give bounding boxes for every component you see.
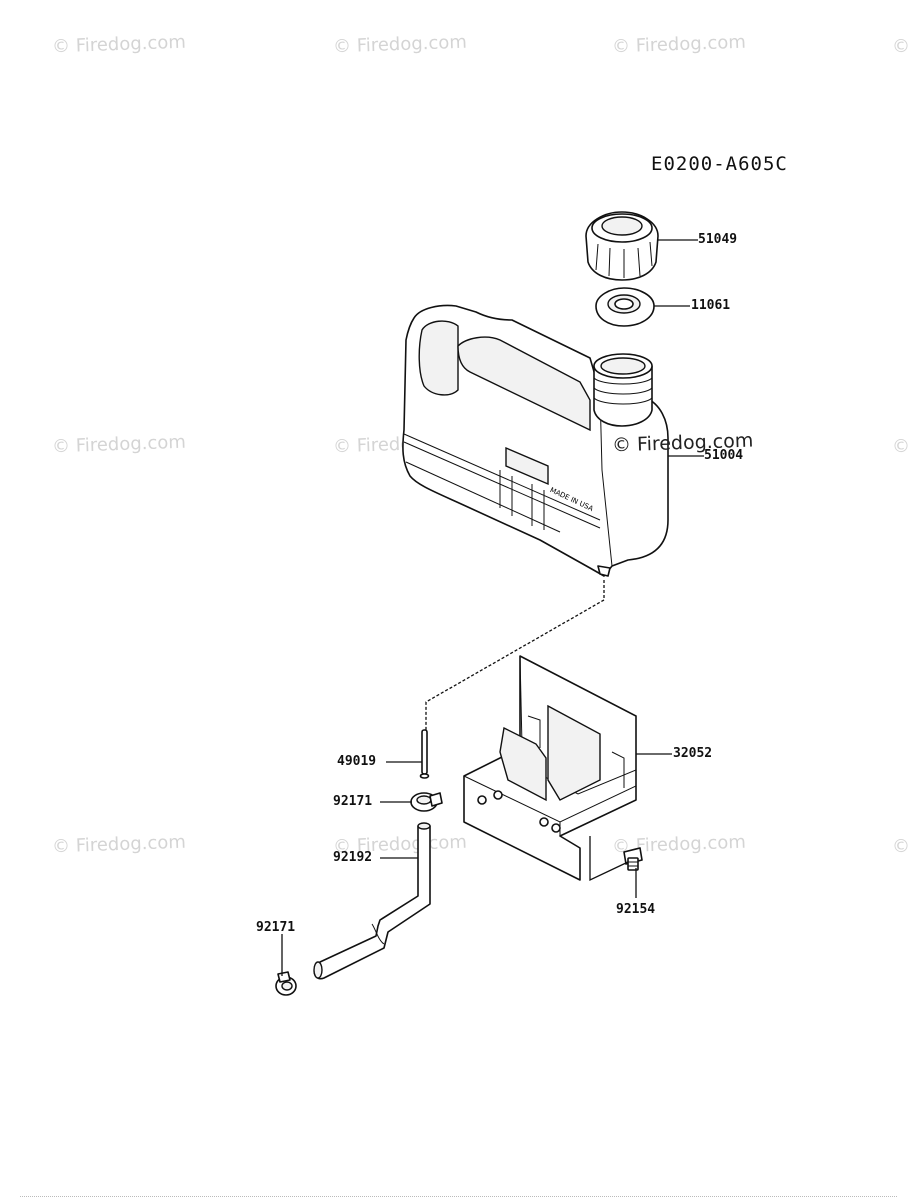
strainer-part[interactable] [595,287,655,327]
part-label-92171-upper[interactable]: 92171 [333,794,373,809]
fuel-tank-part[interactable] [402,304,669,577]
part-label-51049[interactable]: 51049 [698,232,738,247]
fuel-hose-part[interactable] [313,822,431,980]
bolt-part[interactable] [623,847,643,871]
diagram-code: E0200-A605C [651,153,788,175]
part-label-92192[interactable]: 92192 [333,850,373,865]
clamp-lower-part[interactable] [275,971,297,996]
part-label-11061[interactable]: 11061 [691,298,731,313]
part-label-92154[interactable]: 92154 [616,902,656,917]
leader-lines [281,239,704,976]
bracket-part[interactable] [463,655,637,881]
part-label-51004[interactable]: 51004 [704,448,744,463]
fuel-cap-part[interactable] [585,211,659,281]
pin-part[interactable] [419,729,430,779]
part-label-32052[interactable]: 32052 [673,746,713,761]
part-label-49019[interactable]: 49019 [337,754,377,769]
clamp-upper-part[interactable] [410,792,443,812]
page-bottom-rule [20,1196,897,1197]
part-label-92171-lower[interactable]: 92171 [256,920,296,935]
